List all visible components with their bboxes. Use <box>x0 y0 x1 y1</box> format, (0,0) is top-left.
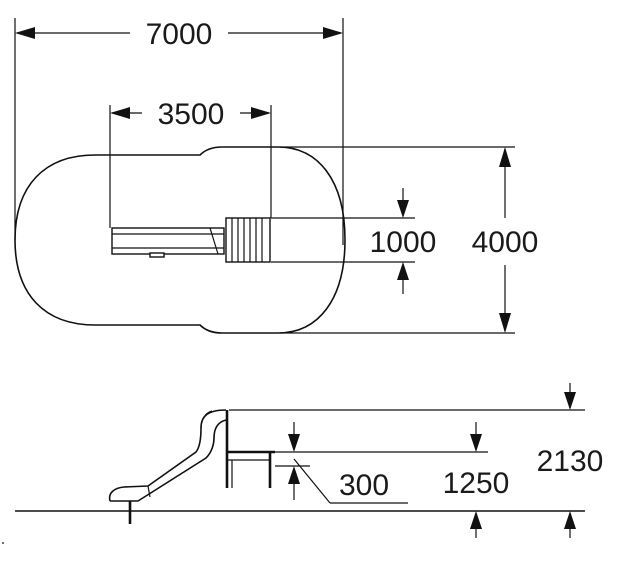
dimension-overall-length: 7000 <box>14 18 344 245</box>
side-view: 2130 1250 300 <box>2 383 603 544</box>
dimension-overall-height: 2130 <box>229 383 603 538</box>
dimension-step-height: 300 <box>275 422 408 504</box>
tower-side <box>225 410 275 488</box>
plan-view: 7000 3500 1000 <box>14 18 539 334</box>
overall-height-label: 2130 <box>537 445 604 478</box>
overall-width-label: 4000 <box>472 226 539 259</box>
step-height-label: 300 <box>339 469 389 502</box>
platform-depth-label: 1000 <box>370 226 437 259</box>
slide-chute-side <box>108 409 227 524</box>
dimension-overall-width: 4000 <box>280 146 539 334</box>
overall-length-label: 7000 <box>146 18 213 51</box>
dimension-platform-height: 1250 <box>275 422 509 538</box>
dimension-platform-depth: 1000 <box>271 188 436 294</box>
slide-chute-plan <box>111 227 225 258</box>
dimension-structure-length: 3500 <box>109 98 272 228</box>
platform-height-label: 1250 <box>443 467 510 500</box>
structure-length-label: 3500 <box>158 98 225 131</box>
platform-plan <box>225 217 271 263</box>
